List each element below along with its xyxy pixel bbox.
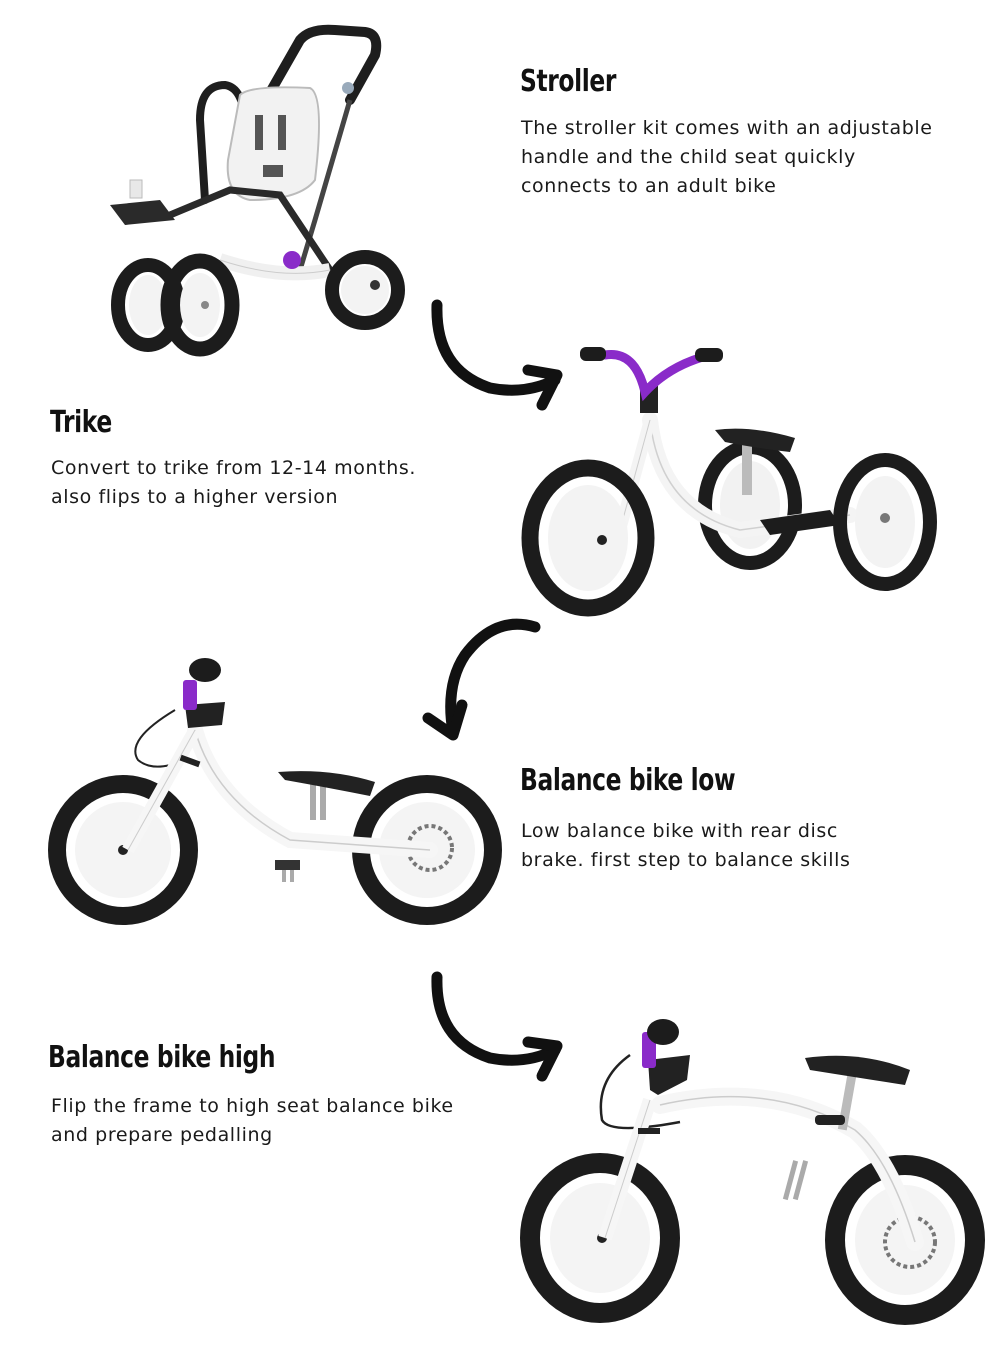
- stroller-description-line: connects to an adult bike: [521, 175, 777, 197]
- trike-description: Convert to trike from 12-14 months. also…: [51, 454, 416, 512]
- stroller-image: [110, 24, 405, 357]
- stroller-front-left-wheel: [111, 258, 185, 352]
- balance-high-title: Balance bike high: [48, 1040, 276, 1075]
- trike-description-line: Convert to trike from 12-14 months.: [51, 457, 416, 479]
- balance-high-description-line: and prepare pedalling: [51, 1124, 273, 1146]
- trike-image: [521, 347, 937, 617]
- stroller-description-line: handle and the child seat quickly: [521, 146, 856, 168]
- stroller-description-line: The stroller kit comes with an adjustabl…: [521, 117, 933, 139]
- balance-low-description-line: Low balance bike with rear disc: [521, 820, 838, 842]
- trike-title: Trike: [50, 405, 112, 440]
- stroller-description: The stroller kit comes with an adjustabl…: [521, 114, 933, 201]
- curved-arrow-down-icon: [422, 618, 541, 741]
- stroller-front-right-wheel: [160, 253, 240, 357]
- balance-bike-high-image: [520, 1019, 985, 1325]
- balance-low-description: Low balance bike with rear disc brake. f…: [521, 817, 851, 875]
- curved-arrow-right-icon: [431, 299, 563, 411]
- balance-bike-low-image: [48, 658, 502, 925]
- balance-low-title: Balance bike low: [520, 763, 736, 798]
- balance-high-description: Flip the frame to high seat balance bike…: [51, 1092, 454, 1150]
- balance-high-description-line: Flip the frame to high seat balance bike: [51, 1095, 454, 1117]
- stroller-title: Stroller: [520, 64, 616, 99]
- balance-low-description-line: brake. first step to balance skills: [521, 849, 851, 871]
- trike-description-line: also flips to a higher version: [51, 486, 339, 508]
- curved-arrow-right-icon: [431, 971, 563, 1082]
- stroller-rear-wheel: [325, 250, 405, 330]
